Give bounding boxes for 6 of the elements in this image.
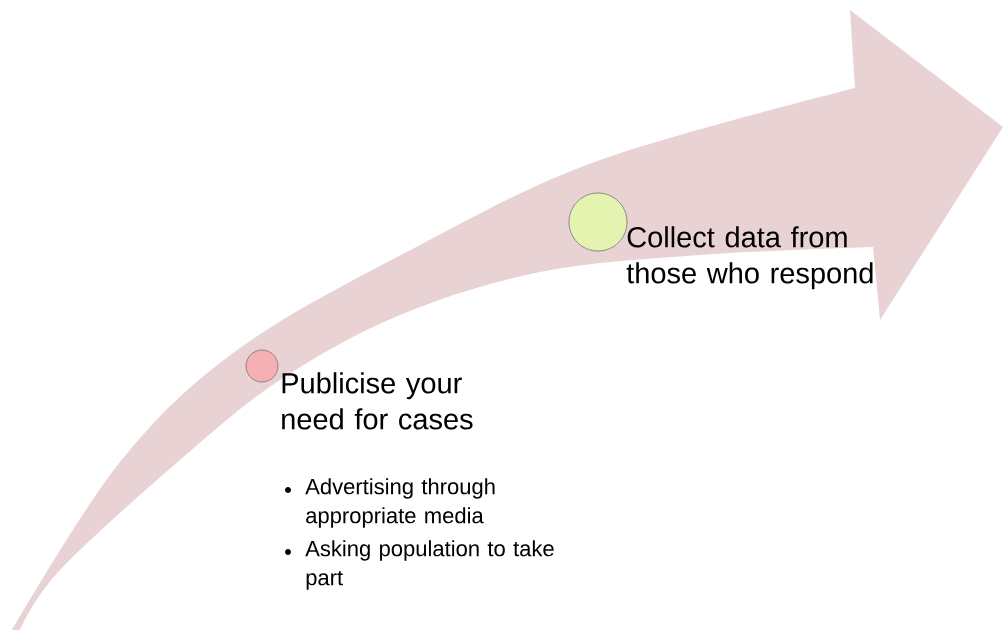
step-heading: Publicise your need for cases [282,372,473,430]
marker-circle [568,192,628,252]
step-heading: Collect data from those who respond [626,226,873,290]
bullet-item: Advertising through appropriate media [285,478,495,528]
bullet-item: Asking population to take part [285,540,554,590]
marker-circle [245,349,279,383]
